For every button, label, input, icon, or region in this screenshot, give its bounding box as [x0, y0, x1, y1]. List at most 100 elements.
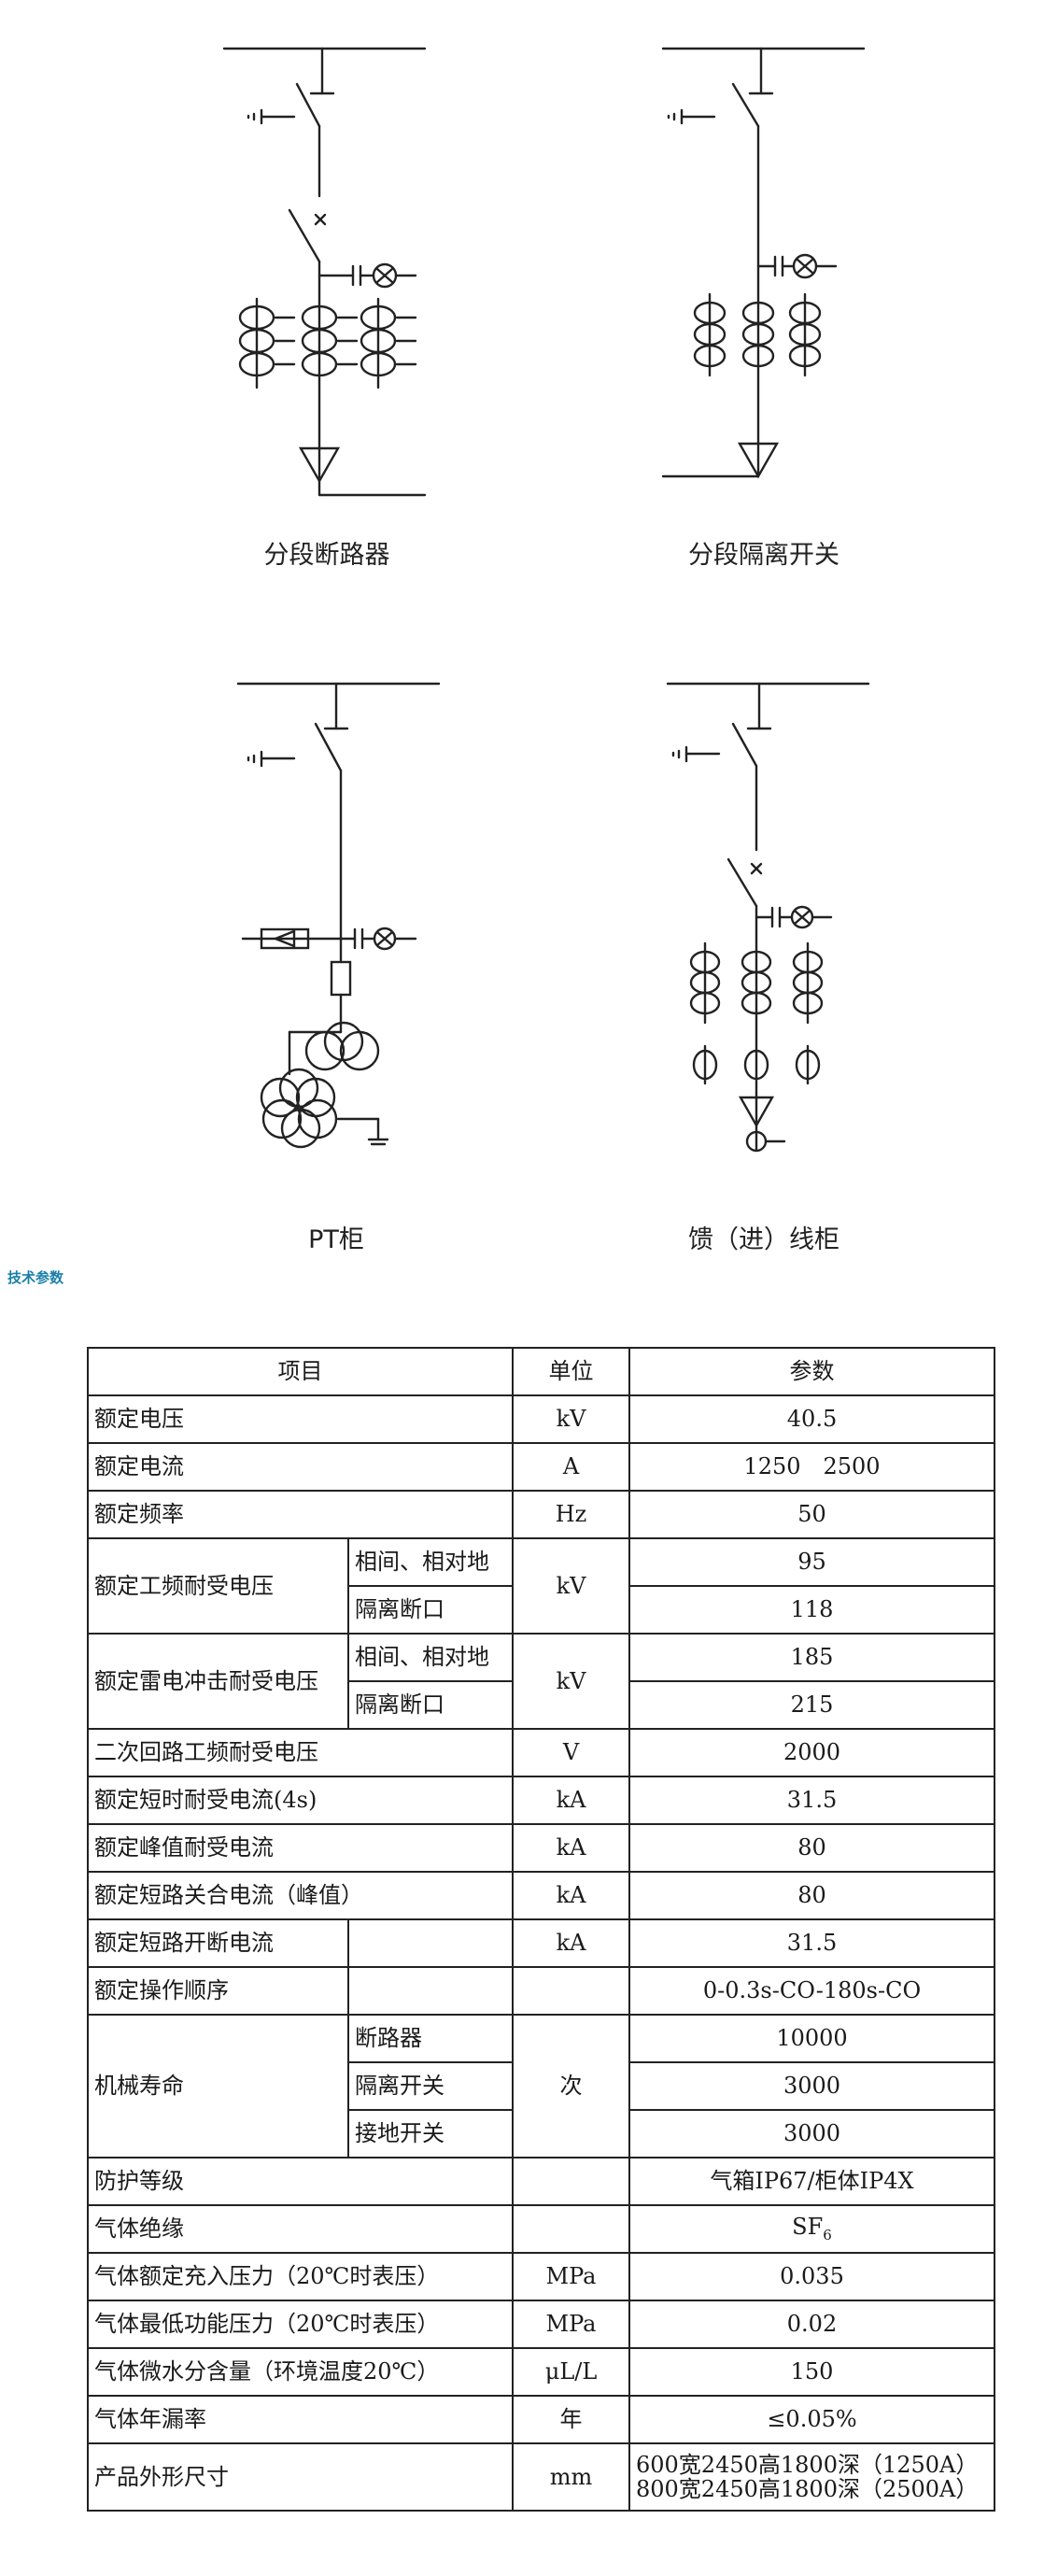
cell-value: 0-0.3s-CO-180s-CO	[628, 1966, 995, 2016]
cell-value: 31.5	[628, 1918, 995, 1968]
cell-value: 80	[628, 1871, 995, 1920]
table-row: 气体最低功能压力（20℃时表压） MPa 0.02	[87, 2300, 995, 2349]
cell-item: 额定电压	[87, 1394, 514, 1444]
cell-subitem: 隔离断口	[347, 1585, 514, 1635]
table-row: 额定频率 Hz 50	[87, 1490, 995, 1539]
diagram-pt-cabinet	[236, 682, 441, 1149]
cell-value: 80	[628, 1823, 995, 1873]
table-row: 额定短路关合电流（峰值） kA 80	[87, 1871, 995, 1920]
cell-item: 产品外形尺寸	[87, 2442, 514, 2512]
cell-empty	[347, 1918, 514, 1968]
cell-item: 气体绝缘	[87, 2204, 514, 2254]
diagram-caption: PT柜	[308, 1225, 364, 1254]
cell-value: 95	[628, 1537, 995, 1587]
ct-array	[693, 292, 822, 377]
table-row: 额定操作顺序 0-0.3s-CO-180s-CO	[87, 1966, 995, 2016]
cell-value: SF6	[628, 2204, 995, 2254]
cell-value: 185	[628, 1633, 995, 1682]
cell-empty	[512, 1966, 630, 2016]
cell-subitem: 隔离断口	[347, 1680, 514, 1730]
table-row: 产品外形尺寸 mm 600宽2450高1800深（1250A） 800宽2450…	[87, 2442, 995, 2512]
cell-unit: kA	[512, 1871, 630, 1920]
cell-subitem: 断路器	[347, 2014, 514, 2063]
cell-item: 气体年漏率	[87, 2395, 514, 2444]
cell-unit: kV	[512, 1537, 630, 1635]
cell-item: 额定短路开断电流	[87, 1918, 349, 1968]
cell-unit: A	[512, 1442, 630, 1492]
cell-subitem: 相间、相对地	[347, 1537, 514, 1587]
table-row: 隔离开关 3000	[88, 2061, 995, 2111]
cell-empty	[512, 2157, 630, 2206]
cell-unit: Hz	[512, 1490, 630, 1539]
diagram-caption: 分段隔离开关	[688, 541, 839, 570]
cell-unit: 次	[512, 2014, 630, 2158]
diagram-section-breaker	[222, 47, 427, 497]
section-title: 技术参数	[7, 1269, 64, 1286]
cell-subitem: 隔离开关	[347, 2061, 514, 2111]
table-row: 额定电压 kV 40.5	[87, 1394, 995, 1444]
cell-value: 1250 2500	[628, 1442, 995, 1492]
table-header-row: 项目 单位 参数	[87, 1347, 995, 1396]
cell-value: 0.035	[628, 2252, 995, 2301]
cell-item: 额定工频耐受电压	[87, 1537, 349, 1635]
cell-unit: V	[512, 1728, 630, 1777]
cell-item: 防护等级	[87, 2157, 514, 2206]
diagram-caption: 馈（进）线柜	[688, 1225, 839, 1254]
table-row: 额定短时耐受电流(4s) kA 31.5	[87, 1776, 995, 1825]
table-row: 防护等级 气箱IP67/柜体IP4X	[87, 2157, 995, 2206]
table-row: 额定短路开断电流 kA 31.5	[87, 1918, 995, 1968]
header-item: 项目	[87, 1347, 514, 1396]
diagram-caption: 分段断路器	[263, 541, 390, 570]
dimension-line-1: 600宽2450高1800深（1250A）	[636, 2451, 979, 2478]
cell-value: ≤0.05%	[628, 2395, 995, 2444]
table-row: 气体微水分含量（环境温度20℃） μL/L 150	[87, 2347, 995, 2397]
cell-unit: kA	[512, 1776, 630, 1825]
cell-item: 气体微水分含量（环境温度20℃）	[87, 2347, 514, 2397]
cell-item: 二次回路工频耐受电压	[87, 1728, 514, 1777]
dimension-line-2: 800宽2450高1800深（2500A）	[636, 2476, 979, 2502]
cell-empty	[512, 2204, 630, 2254]
cell-subitem: 相间、相对地	[347, 1633, 514, 1682]
table-row: 机械寿命 断路器 次 10000	[87, 2014, 995, 2158]
cell-unit: 年	[512, 2395, 630, 2444]
cell-unit: MPa	[512, 2252, 630, 2301]
gas-formula-subscript: 6	[823, 2227, 832, 2244]
diagram-section-disconnector	[661, 47, 866, 479]
cell-value: 600宽2450高1800深（1250A） 800宽2450高1800深（250…	[628, 2442, 995, 2512]
cell-value: 150	[628, 2347, 995, 2397]
cell-item: 额定短路关合电流（峰值）	[87, 1871, 514, 1920]
ct-array	[689, 941, 824, 1085]
cell-value: 2000	[628, 1728, 995, 1777]
gas-formula: SF	[792, 2214, 824, 2241]
table-row: 隔离断口 118	[88, 1585, 995, 1635]
spec-table: 项目 单位 参数 额定电压 kV 40.5 额定电流 A 1250 2500 额…	[87, 1347, 995, 2512]
cell-unit: μL/L	[512, 2347, 630, 2397]
table-row: 额定工频耐受电压 相间、相对地 kV 95	[87, 1537, 995, 1635]
table-row: 气体年漏率 年 ≤0.05%	[87, 2395, 995, 2444]
header-unit: 单位	[512, 1347, 630, 1396]
cell-value: 40.5	[628, 1394, 995, 1444]
cell-unit: kV	[512, 1633, 630, 1730]
cell-subitem: 接地开关	[347, 2109, 514, 2158]
cell-value: 31.5	[628, 1776, 995, 1825]
table-row: 接地开关 3000	[88, 2109, 995, 2158]
cell-item: 额定峰值耐受电流	[87, 1823, 514, 1873]
cell-item: 额定电流	[87, 1442, 514, 1492]
table-row: 额定峰值耐受电流 kA 80	[87, 1823, 995, 1873]
cell-value: 118	[628, 1585, 995, 1635]
header-param: 参数	[628, 1347, 995, 1396]
cell-item: 额定操作顺序	[87, 1966, 349, 2016]
cell-item: 机械寿命	[87, 2014, 349, 2158]
cell-item: 额定短时耐受电流(4s)	[87, 1776, 514, 1825]
cell-value: 50	[628, 1490, 995, 1539]
cell-unit: kA	[512, 1918, 630, 1968]
cell-value: 215	[628, 1680, 995, 1730]
cell-value: 10000	[628, 2014, 995, 2063]
table-row: 额定雷电冲击耐受电压 相间、相对地 kV 185	[87, 1633, 995, 1730]
cell-item: 气体最低功能压力（20℃时表压）	[87, 2300, 514, 2349]
cell-item: 气体额定充入压力（20℃时表压）	[87, 2252, 514, 2301]
cell-item: 额定频率	[87, 1490, 514, 1539]
table-row: 气体绝缘 SF6	[87, 2204, 995, 2254]
cell-value: 3000	[628, 2061, 995, 2111]
cell-unit: MPa	[512, 2300, 630, 2349]
